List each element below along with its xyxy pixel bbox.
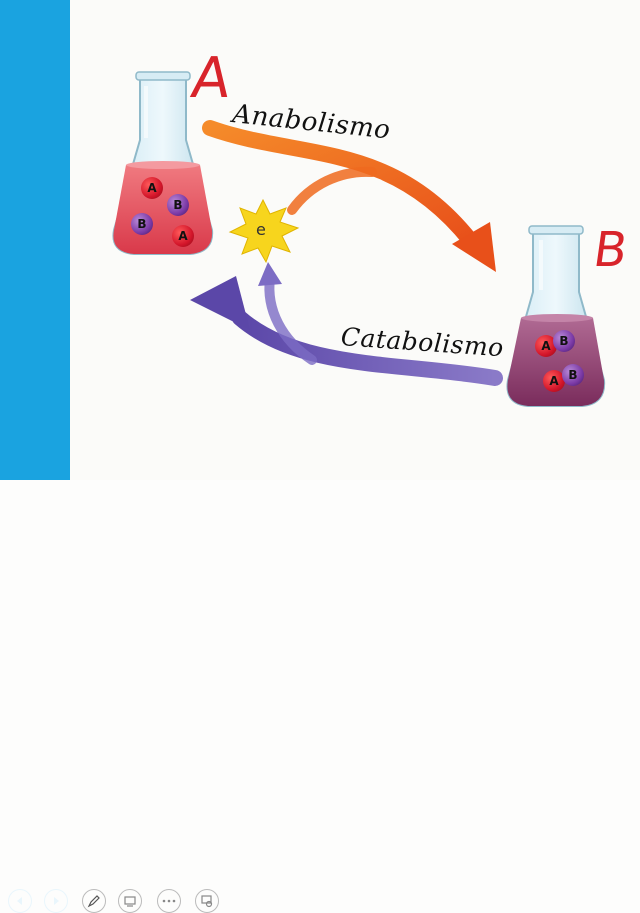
- slides-icon[interactable]: [118, 889, 142, 913]
- more-icon[interactable]: [157, 889, 181, 913]
- molecule-b: B: [131, 213, 153, 235]
- molecule-b: B: [553, 330, 575, 352]
- energy-input-arrow: [292, 172, 372, 210]
- zoom-icon[interactable]: [195, 889, 219, 913]
- next-icon[interactable]: [44, 889, 68, 913]
- molecule-b: B: [167, 194, 189, 216]
- molecule-b: B: [562, 364, 584, 386]
- molecule-a: A: [141, 177, 163, 199]
- presenter-toolbar: [0, 440, 240, 480]
- molecule-a: A: [172, 225, 194, 247]
- metabolism-diagram: [0, 0, 640, 480]
- previous-icon[interactable]: [8, 889, 32, 913]
- pen-icon[interactable]: [82, 889, 106, 913]
- energy-label: e: [256, 220, 266, 239]
